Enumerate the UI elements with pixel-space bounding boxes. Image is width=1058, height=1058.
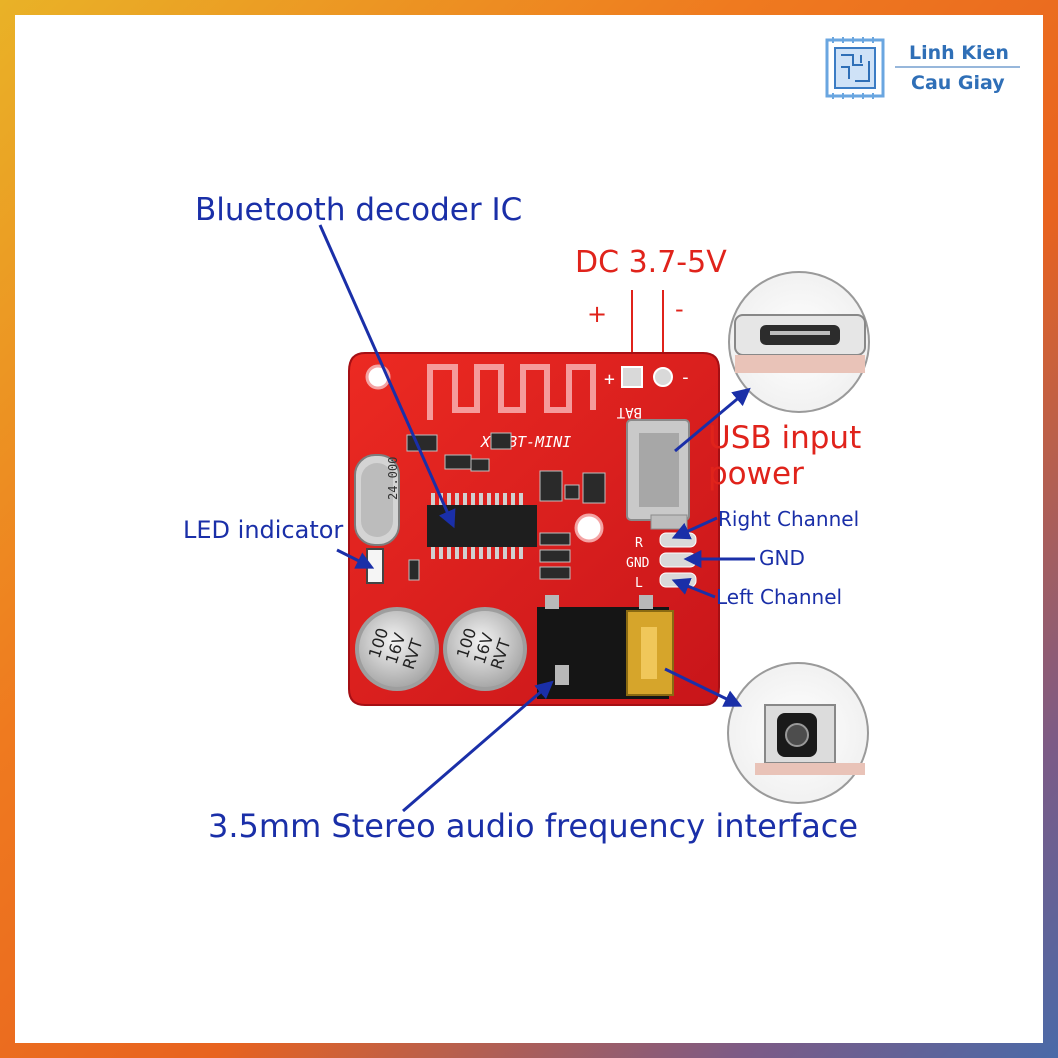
led-indicator-label: LED indicator xyxy=(183,516,343,544)
antenna-trace xyxy=(427,364,596,420)
circuit-chip-icon xyxy=(825,37,885,99)
logo-line1: Linh Kien xyxy=(909,42,1009,64)
plus-label: + xyxy=(587,300,607,328)
diagram-svg: Linh Kien Cau Giay Bluetooth decoder IC … xyxy=(183,37,1020,845)
micro-usb-port-icon xyxy=(728,271,870,413)
audio-interface-label: 3.5mm Stereo audio frequency interface xyxy=(208,807,858,845)
pcb-board: + - BAT XY-BT-MINI 24.000 xyxy=(348,352,720,706)
decoder-ic-label: Bluetooth decoder IC xyxy=(195,192,522,228)
gnd-label: GND xyxy=(759,546,805,570)
minus-pad xyxy=(653,367,673,387)
audio-jack-port-icon xyxy=(727,662,869,804)
usb-label-line1: USB input xyxy=(708,420,861,456)
right-channel-label: Right Channel xyxy=(718,507,859,531)
decoder-ic-arrow xyxy=(318,224,456,529)
pad-l-label: L xyxy=(635,576,643,591)
image-canvas: Linh Kien Cau Giay Bluetooth decoder IC … xyxy=(15,15,1043,1043)
led-arrow xyxy=(336,548,375,569)
capacitor-right: 100 16V RVT xyxy=(443,607,527,691)
pad-gnd-label: GND xyxy=(626,556,650,571)
jack-detail-arrow xyxy=(664,667,743,707)
pad-l xyxy=(659,572,697,588)
pcb-bat-label: BAT xyxy=(616,404,642,420)
audio-interface-arrow xyxy=(402,680,554,813)
logo: Linh Kien Cau Giay xyxy=(825,37,1020,99)
audio-jack xyxy=(537,595,674,699)
usb-arrow xyxy=(674,387,751,453)
capacitor-left: 100 16V RVT xyxy=(355,607,439,691)
smd-components xyxy=(406,432,606,581)
mount-hole xyxy=(365,364,391,390)
logo-line2: Cau Giay xyxy=(911,72,1005,94)
left-channel-label: Left Channel xyxy=(716,585,842,609)
left-channel-arrow xyxy=(671,577,716,599)
pcb-plus-mark: + xyxy=(604,369,615,390)
crystal-label: 24.000 xyxy=(386,457,400,500)
plus-pad xyxy=(621,366,643,388)
dc-voltage-label: DC 3.7-5V xyxy=(575,245,727,280)
minus-label: - xyxy=(675,295,684,323)
right-channel-arrow xyxy=(671,516,718,540)
usb-label-line2: power xyxy=(708,456,804,492)
mount-hole xyxy=(574,513,604,543)
pcb-minus-mark: - xyxy=(680,367,691,388)
pad-r-label: R xyxy=(635,536,643,551)
